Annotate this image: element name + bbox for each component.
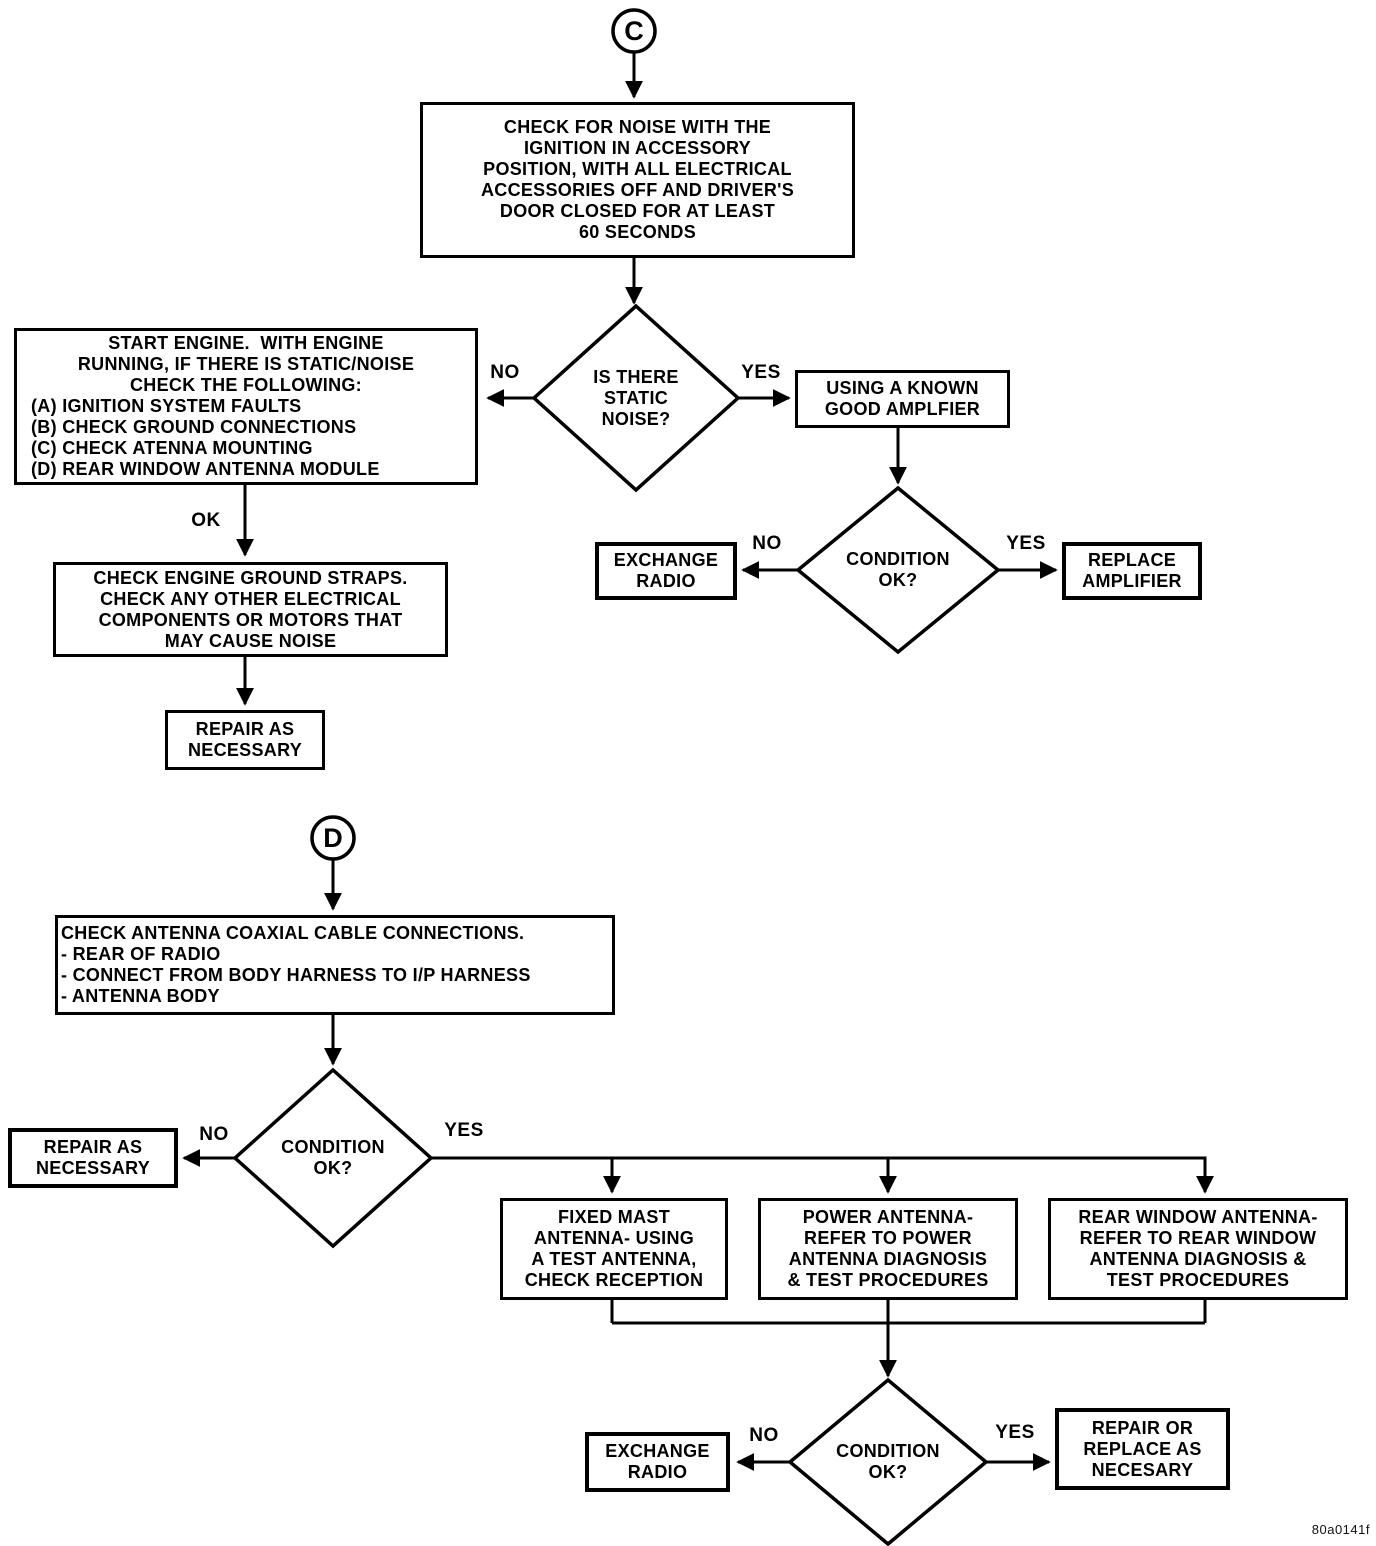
condition-no-label-d: NO — [199, 1124, 229, 1145]
condition-ok-diamond-d-label: CONDITION OK? — [281, 1137, 385, 1178]
connector-d-circle — [310, 815, 356, 861]
condition-yes-label-c: YES — [1006, 533, 1046, 554]
check-noise-text: CHECK FOR NOISE WITH THE IGNITION IN ACC… — [480, 117, 795, 242]
static-noise-diamond-shape — [531, 303, 741, 493]
exchange-radio-box-d: EXCHANGE RADIO — [585, 1432, 730, 1492]
condition-ok-diamond-c-label: CONDITION OK? — [846, 549, 950, 590]
rear-window-antenna-text: REAR WINDOW ANTENNA- REFER TO REAR WINDO… — [1078, 1207, 1318, 1290]
connector-c-label: C — [624, 16, 644, 46]
fixed-mast-antenna-box: FIXED MAST ANTENNA- USING A TEST ANTENNA… — [500, 1198, 728, 1300]
static-no-label: NO — [490, 362, 520, 383]
static-yes-label: YES — [741, 362, 781, 383]
power-antenna-text: POWER ANTENNA- REFER TO POWER ANTENNA DI… — [787, 1207, 989, 1290]
check-noise-box: CHECK FOR NOISE WITH THE IGNITION IN ACC… — [420, 102, 855, 258]
fixed-mast-antenna-text: FIXED MAST ANTENNA- USING A TEST ANTENNA… — [524, 1207, 704, 1290]
condition2-no-label: NO — [749, 1425, 779, 1446]
ok-label: OK — [191, 510, 221, 531]
known-good-amplifier-text: USING A KNOWN GOOD AMPLFIER — [824, 378, 981, 419]
connector-d-label: D — [323, 823, 343, 853]
ground-straps-text: CHECK ENGINE GROUND STRAPS. CHECK ANY OT… — [93, 567, 408, 651]
condition-ok-diamond-d2-shape — [787, 1377, 989, 1546]
yes-branch-to-rear-window — [431, 1156, 1214, 1194]
replace-amplifier-text: REPLACE AMPLIFIER — [1082, 550, 1182, 591]
condition-ok-diamond-d-shape — [232, 1067, 434, 1249]
repair-or-replace-text: REPAIR OR REPLACE AS NECESARY — [1083, 1417, 1202, 1480]
power-antenna-box: POWER ANTENNA- REFER TO POWER ANTENNA DI… — [758, 1198, 1018, 1300]
connector-c-circle — [611, 8, 657, 54]
repair-as-necessary-box-c: REPAIR AS NECESSARY — [165, 710, 325, 770]
ground-straps-box: CHECK ENGINE GROUND STRAPS. CHECK ANY OT… — [53, 562, 448, 657]
condition-ok-diamond-d2-label: CONDITION OK? — [836, 1441, 940, 1482]
replace-amplifier-box: REPLACE AMPLIFIER — [1062, 542, 1202, 600]
exchange-radio-text-c: EXCHANGE RADIO — [613, 550, 719, 591]
repair-or-replace-box: REPAIR OR REPLACE AS NECESARY — [1055, 1408, 1230, 1490]
start-engine-box: START ENGINE. WITH ENGINE RUNNING, IF TH… — [14, 328, 478, 485]
coax-connections-box: CHECK ANTENNA COAXIAL CABLE CONNECTIONS.… — [55, 915, 615, 1015]
exchange-radio-text-d: EXCHANGE RADIO — [605, 1441, 710, 1482]
rear-window-antenna-box: REAR WINDOW ANTENNA- REFER TO REAR WINDO… — [1048, 1198, 1348, 1300]
coax-connections-text: CHECK ANTENNA COAXIAL CABLE CONNECTIONS.… — [61, 923, 531, 1006]
repair-as-necessary-text-d: REPAIR AS NECESSARY — [35, 1137, 151, 1178]
known-good-amplifier-box: USING A KNOWN GOOD AMPLFIER — [795, 370, 1010, 428]
repair-as-necessary-text-c: REPAIR AS NECESSARY — [187, 719, 303, 760]
start-engine-header: START ENGINE. WITH ENGINE RUNNING, IF TH… — [77, 333, 415, 395]
start-engine-items: (A) IGNITION SYSTEM FAULTS (B) CHECK GRO… — [31, 396, 380, 479]
condition-yes-label-d: YES — [444, 1120, 484, 1141]
exchange-radio-box-c: EXCHANGE RADIO — [595, 542, 737, 600]
condition2-yes-label: YES — [995, 1422, 1035, 1443]
static-noise-diamond-label: IS THERE STATIC NOISE? — [593, 367, 679, 429]
repair-as-necessary-box-d: REPAIR AS NECESSARY — [8, 1128, 178, 1188]
page-code: 80a0141f — [1311, 1522, 1370, 1537]
condition-ok-diamond-c-shape — [795, 485, 1001, 655]
condition-no-label-c: NO — [752, 533, 782, 554]
